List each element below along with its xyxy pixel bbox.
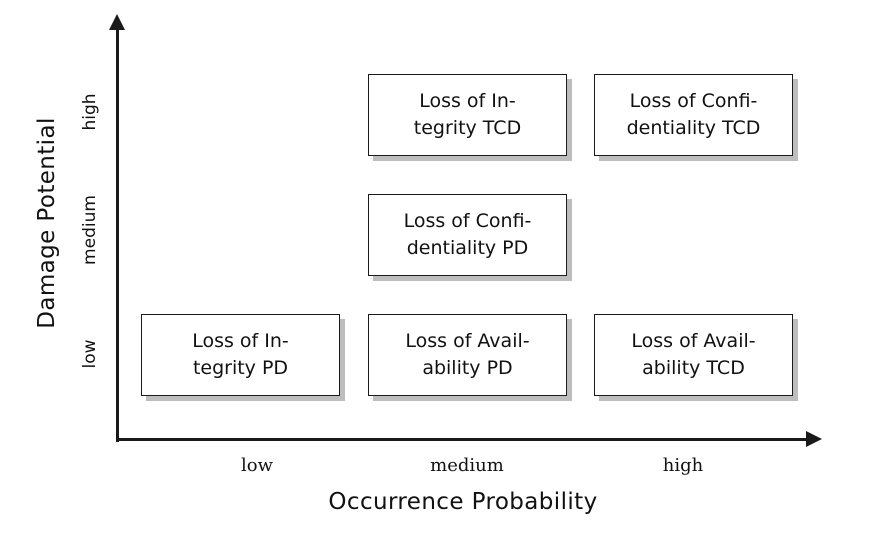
risk-box-line-2: dentiality PD [406, 237, 529, 259]
risk-box-confidentiality-tcd: Loss of Confi- dentiality TCD [594, 74, 793, 156]
risk-box-line-1: Loss of Avail- [631, 330, 756, 353]
y-axis-tick-high: high [80, 93, 100, 131]
risk-box-line-2: tegrity PD [192, 357, 289, 379]
y-axis-title: Damage Potential [34, 117, 60, 329]
x-axis-tick-high: high [662, 455, 704, 476]
risk-box-confidentiality-pd: Loss of Confi- dentiality PD [368, 194, 567, 276]
x-axis-tick-medium: medium [430, 455, 504, 476]
y-axis-line [116, 28, 119, 442]
x-axis-tick-low: low [240, 455, 273, 476]
y-axis-tick-low: low [80, 339, 100, 369]
risk-box-line-1: Loss of Confi- [403, 210, 532, 233]
x-axis-line [116, 438, 808, 441]
risk-box-integrity-tcd: Loss of In- tegrity TCD [368, 74, 567, 156]
risk-box-line-1: Loss of In- [192, 330, 289, 353]
risk-box-line-1: Loss of Confi- [629, 90, 758, 113]
risk-box-line-2: dentiality TCD [626, 117, 761, 139]
x-axis-title: Occurrence Probability [328, 489, 598, 515]
risk-box-line-1: Loss of Avail- [405, 330, 530, 353]
risk-box-line-2: ability TCD [642, 357, 745, 379]
risk-box-line-1: Loss of In- [419, 90, 516, 113]
risk-box-availability-pd: Loss of Avail- ability PD [368, 314, 567, 396]
y-axis-tick-medium: medium [80, 195, 100, 265]
y-axis-arrow-icon [109, 14, 125, 30]
risk-box-line-2: tegrity TCD [413, 117, 522, 139]
risk-box-line-2: ability PD [422, 357, 513, 379]
risk-box-integrity-pd: Loss of In- tegrity PD [141, 314, 340, 396]
risk-box-availability-tcd: Loss of Avail- ability TCD [594, 314, 793, 396]
x-axis-arrow-icon [806, 431, 822, 447]
